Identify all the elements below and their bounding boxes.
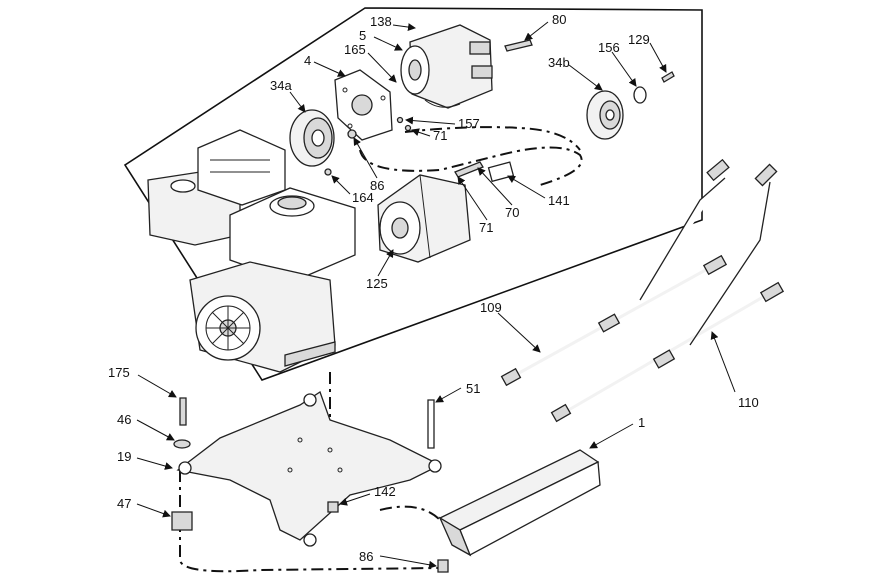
- coupling-34b: [586, 90, 624, 140]
- hose-assembly-109: [500, 158, 730, 387]
- callout-1: 1: [638, 415, 645, 430]
- callout-142: 142: [374, 484, 396, 499]
- nut-86-upper: [347, 129, 357, 139]
- callout-165: 165: [344, 42, 366, 57]
- isolator-47: [171, 511, 193, 531]
- mounting-plate-19: [176, 391, 442, 547]
- engine-assembly: [147, 129, 356, 373]
- guard-bracket-1: [438, 449, 601, 557]
- coupling-34a: [289, 109, 335, 167]
- screw-157: [396, 116, 404, 124]
- assembly-enclosure-box: [123, 7, 703, 381]
- screw-129: [661, 71, 675, 83]
- callout-19: 19: [117, 449, 131, 464]
- callout-175: 175: [108, 365, 130, 380]
- callout-34b: 34b: [548, 55, 570, 70]
- callout-70: 70: [505, 205, 519, 220]
- bolt-80: [504, 39, 533, 52]
- callout-138: 138: [370, 14, 392, 29]
- callout-47: 47: [117, 496, 131, 511]
- callout-5: 5: [359, 28, 366, 43]
- pump-mount-plate: [334, 69, 393, 141]
- alignment-path-upper-2: [404, 126, 581, 151]
- callout-164: 164: [352, 190, 374, 205]
- nut-164: [324, 168, 332, 176]
- washer-46: [173, 439, 191, 449]
- callout-46: 46: [117, 412, 131, 427]
- callout-125: 125: [366, 276, 388, 291]
- bolt-175: [179, 397, 187, 426]
- screw-71-upper: [404, 124, 412, 132]
- callout-129: 129: [628, 32, 650, 47]
- callout-141: 141: [548, 193, 570, 208]
- callout-4: 4: [304, 53, 311, 68]
- callout-80: 80: [552, 12, 566, 27]
- drive-housing-125: [377, 174, 471, 263]
- pin-51: [427, 399, 435, 449]
- callout-110: 110: [738, 395, 759, 410]
- nut-86-lower: [437, 559, 449, 573]
- callout-156: 156: [598, 40, 620, 55]
- hose-assembly-110: [550, 163, 785, 423]
- callout-34a: 34a: [270, 78, 292, 93]
- callout-109: 109: [480, 300, 502, 315]
- callout-71-lower: 71: [479, 220, 493, 235]
- nut-142: [327, 501, 339, 513]
- callout-86-upper: 86: [370, 178, 384, 193]
- callout-157: 157: [458, 116, 480, 131]
- leader-lines: [136, 21, 736, 569]
- callout-51: 51: [466, 381, 480, 396]
- spacer-141: [487, 161, 515, 183]
- screw-70: [454, 161, 484, 178]
- alignment-path-upper: [359, 146, 583, 186]
- callout-71-upper: 71: [433, 128, 447, 143]
- callout-86-lower: 86: [359, 549, 373, 564]
- pump-assembly: [400, 24, 493, 109]
- washer-156: [633, 86, 647, 104]
- callout-labels: 138 80 5 165 4 156 129 34b 34a 157 71 86…: [108, 12, 759, 564]
